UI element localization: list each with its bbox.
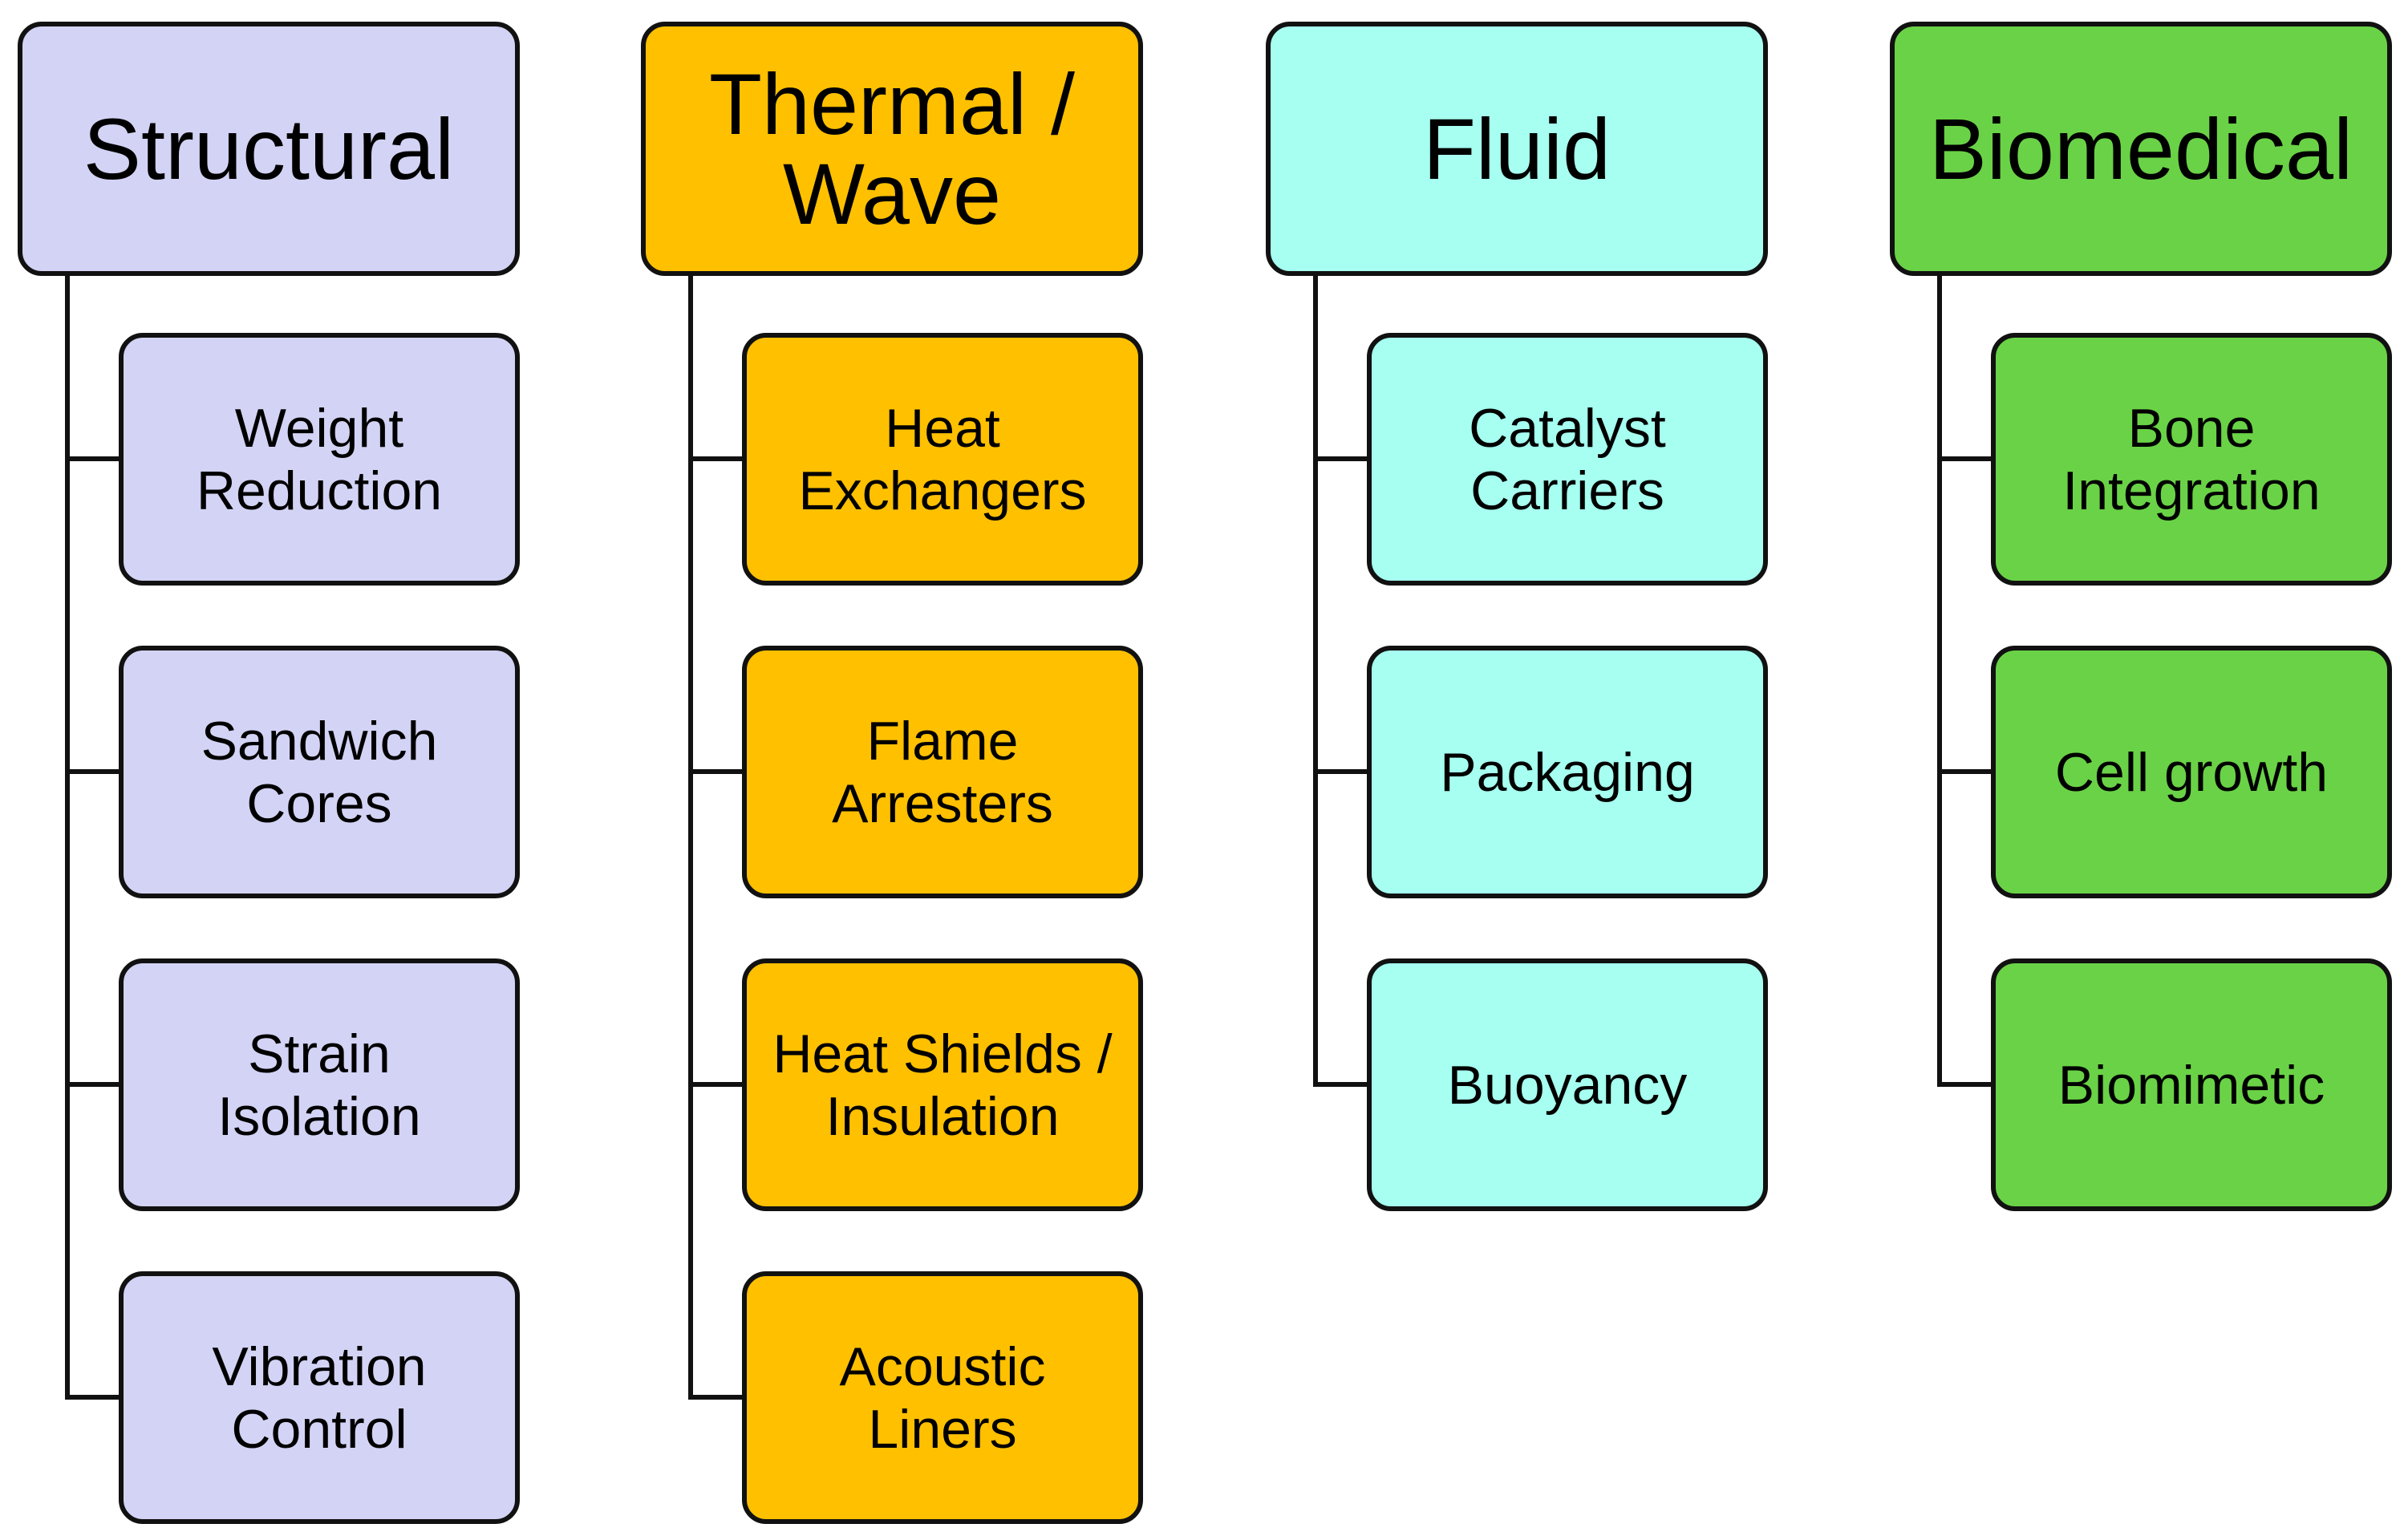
acoustic-liners-box: Acoustic Liners	[742, 1271, 1143, 1524]
biomedical-header: Biomedical	[1890, 22, 2392, 276]
fluid-header: Fluid	[1266, 22, 1768, 276]
vibration-control-box: Vibration Control	[119, 1271, 520, 1524]
structural-header: Structural	[18, 22, 520, 276]
heat-shields-insulation-box: Heat Shields / Insulation	[742, 958, 1143, 1211]
cell-growth-box: Cell growth	[1991, 646, 2392, 898]
fluid-branch-line	[1313, 769, 1368, 774]
bone-integration-box: Bone Integration	[1991, 333, 2392, 586]
thermal-wave-branch-line	[688, 456, 743, 461]
strain-isolation-box: Strain Isolation	[119, 958, 520, 1211]
buoyancy-box: Buoyancy	[1367, 958, 1768, 1211]
biomedical-trunk-line	[1937, 276, 1942, 1087]
packaging-box: Packaging	[1367, 646, 1768, 898]
structural-branch-line	[65, 1082, 120, 1087]
fluid-branch-line	[1313, 456, 1368, 461]
structural-branch-line	[65, 769, 120, 774]
thermal-wave-branch-line	[688, 769, 743, 774]
thermal-wave-header: Thermal / Wave	[641, 22, 1143, 276]
heat-exchangers-box: Heat Exchangers	[742, 333, 1143, 586]
fluid-trunk-line	[1313, 276, 1318, 1087]
fluid-branch-line	[1313, 1082, 1368, 1087]
thermal-wave-branch-line	[688, 1082, 743, 1087]
biomimetic-box: Biomimetic	[1991, 958, 2392, 1211]
sandwich-cores-box: Sandwich Cores	[119, 646, 520, 898]
biomedical-branch-line	[1937, 1082, 1992, 1087]
catalyst-carriers-box: Catalyst Carriers	[1367, 333, 1768, 586]
structural-trunk-line	[65, 276, 70, 1400]
flame-arresters-box: Flame Arresters	[742, 646, 1143, 898]
biomedical-branch-line	[1937, 456, 1992, 461]
biomedical-branch-line	[1937, 769, 1992, 774]
structural-branch-line	[65, 1395, 120, 1400]
thermal-wave-branch-line	[688, 1395, 743, 1400]
weight-reduction-box: Weight Reduction	[119, 333, 520, 586]
thermal-wave-trunk-line	[688, 276, 693, 1400]
structural-branch-line	[65, 456, 120, 461]
